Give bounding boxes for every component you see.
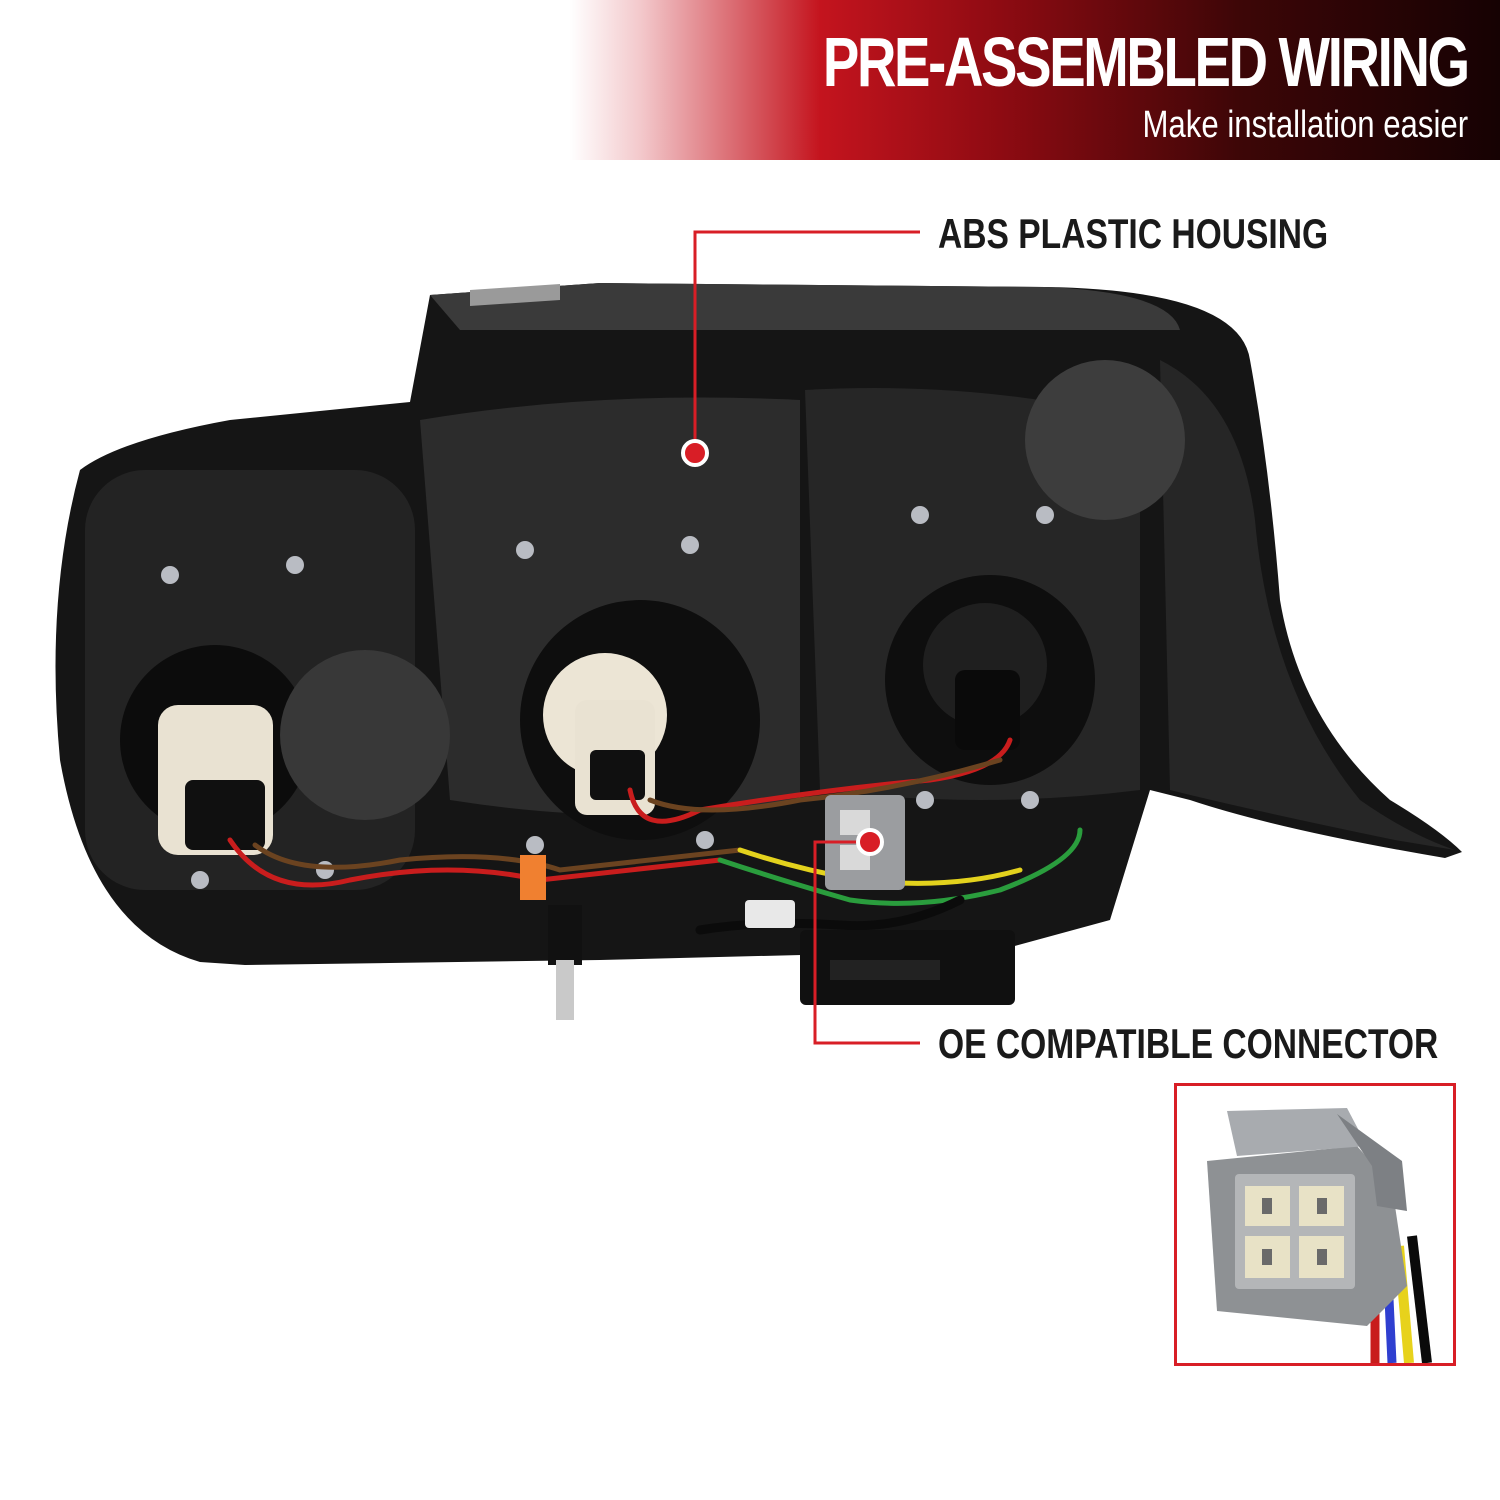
connector-closeup-image: [1207, 1108, 1432, 1364]
connector-callout-label: OE COMPATIBLE CONNECTOR: [938, 1020, 1439, 1067]
banner-title: PRE-ASSEMBLED WIRING: [823, 23, 1470, 101]
banner-subtitle: Make installation easier: [1142, 104, 1468, 146]
rubber-cap-right: [1025, 360, 1185, 520]
header-banner: PRE-ASSEMBLED WIRING Make installation e…: [0, 0, 1500, 160]
housing-callout-line: [693, 230, 920, 453]
housing-flange: [1160, 360, 1455, 850]
housing-callout-label: ABS PLASTIC HOUSING: [938, 210, 1329, 257]
housing-callout-dot: [681, 439, 709, 467]
connector-callout-line: [813, 840, 920, 1045]
connector-callout-dot: [856, 828, 884, 856]
connector-inset: [1174, 1083, 1456, 1366]
rubber-cap-left: [280, 650, 450, 820]
